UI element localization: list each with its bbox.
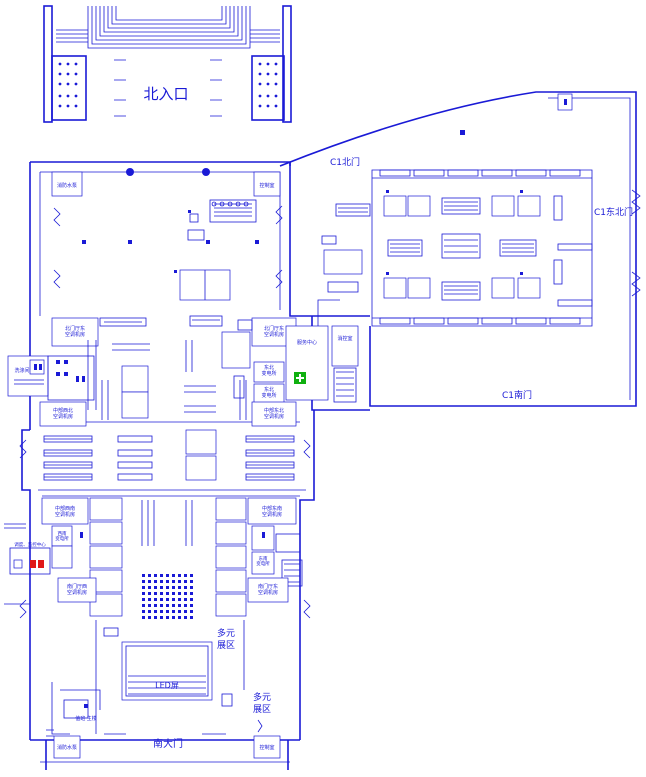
service-center-area [221, 299, 359, 405]
led-screen-label: LED屏 [155, 681, 179, 690]
transformer-w-label: 西南变电所 [55, 530, 69, 542]
transformer-e-label: 东北变电所 [261, 386, 276, 399]
multi-zone-lower-label-2: 展区 [253, 704, 271, 715]
south-central-area [141, 497, 303, 619]
corner-room-se [253, 735, 281, 759]
corner-room-ne [253, 171, 281, 197]
c1-south-gate-label: C1南门 [502, 389, 532, 401]
aircon-north-east-label: 北门厅东空调机房 [264, 325, 284, 338]
south-lobby [46, 620, 263, 741]
guard-room-label: 值班 主楼 [75, 715, 97, 722]
aircon-north-west-label: 北门厅东空调机房 [65, 325, 85, 338]
central-north-booths [101, 340, 247, 420]
aircon-sgate-west-label: 南门厅西空调机房 [67, 583, 87, 596]
aircon-mid-east [251, 401, 297, 427]
aircon-south-east-label: 中部东南空调机房 [262, 505, 282, 518]
multi-zone-upper-label-1: 多元 [217, 627, 235, 639]
transformer-ne-label: 东北变电所 [261, 364, 276, 377]
aircon-south-west-label: 中部西南空调机房 [55, 505, 75, 518]
aircon-sgate-east [247, 577, 289, 603]
c1-north-gate-label: C1北门 [330, 156, 360, 168]
north-west-restrooms [7, 340, 97, 410]
c1-east-hall [279, 91, 641, 407]
aircon-south-west [41, 497, 89, 525]
wash-room-label: 洗涤间 [14, 367, 29, 374]
aircon-mid-east-label: 中部东北空调机房 [264, 407, 284, 420]
aircon-mid-west-label: 中部西北空调机房 [53, 407, 73, 420]
corner-room-sw-label: 消防水泵 [57, 744, 77, 751]
ops-center-label: 调度、监控中心 [14, 541, 46, 548]
fire-room-label: 消控室 [337, 335, 352, 342]
corner-room-sw [53, 735, 81, 759]
multi-zone-lower-label-1: 多元 [253, 691, 271, 703]
aircon-sgate-east-label: 南门厅东空调机房 [258, 583, 278, 596]
service-center-label: 服务中心 [297, 339, 317, 346]
multi-zone-upper-label-2: 展区 [217, 640, 235, 651]
transformer-se-label: 东南变电所 [256, 555, 270, 567]
aircon-south-east [247, 497, 297, 525]
middle-booth-rows [43, 429, 295, 481]
c1-east-north-gate-label: C1东北门 [594, 206, 633, 218]
aircon-sgate-west [57, 577, 97, 603]
south-west-rooms [4, 497, 123, 617]
corner-room-nw [51, 171, 83, 197]
aircon-mid-west [39, 401, 87, 427]
corner-room-se-label: 控制室 [259, 744, 274, 751]
north-entrance-label: 北入口 [143, 85, 188, 103]
aircon-north-west [51, 317, 99, 347]
north-entrance-structure [43, 5, 292, 123]
corner-room-ne-label: 控制室 [259, 182, 274, 189]
south-gate-label: 南大门 [153, 737, 183, 750]
corner-room-nw-label: 消防水泵 [57, 182, 77, 189]
north-lobby-details [82, 168, 259, 327]
